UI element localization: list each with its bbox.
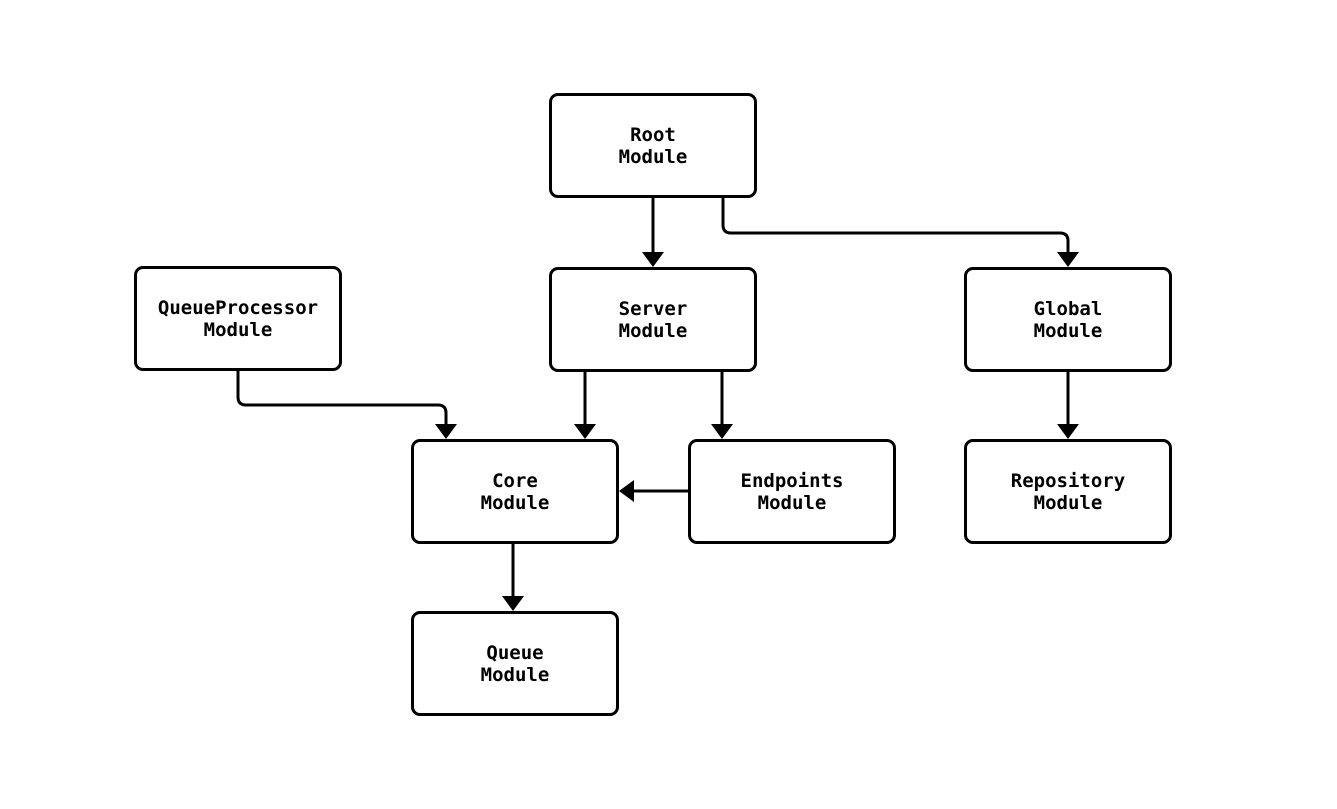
node-label: Core [492,469,538,492]
arrowhead-root-global [1057,252,1079,267]
node-label: Module [757,491,827,514]
node-global-module: Global Module [964,267,1172,372]
node-label: Module [618,145,688,168]
node-core-module: Core Module [411,439,619,544]
arrowhead-server-core [574,424,596,439]
node-root-module: Root Module [549,93,757,198]
arrowhead-endpoints-core [619,480,634,502]
node-label: Module [480,491,550,514]
node-queueprocessor-module: QueueProcessor Module [134,266,342,371]
node-label: Server [618,297,688,320]
node-server-module: Server Module [549,267,757,372]
node-label: Module [480,663,550,686]
node-label: Module [1033,491,1103,514]
node-label: Root [630,123,676,146]
arrowhead-global-repository [1057,424,1079,439]
arrowhead-queueprocessor-core [435,424,457,439]
node-label: Endpoints [740,469,844,492]
node-label: Module [618,319,688,342]
node-label: QueueProcessor [157,296,319,319]
edge-root-global [721,198,1070,252]
arrowhead-server-endpoints [711,424,733,439]
node-label: Module [1033,319,1103,342]
node-label: Queue [486,641,544,664]
node-queue-module: Queue Module [411,611,619,716]
edge-queueprocessor-core [236,371,448,424]
arrowhead-root-server [642,252,664,267]
arrowhead-core-queue [502,596,524,611]
node-label: Module [203,318,273,341]
node-repository-module: Repository Module [964,439,1172,544]
node-endpoints-module: Endpoints Module [688,439,896,544]
node-label: Global [1033,297,1103,320]
node-label: Repository [1010,469,1126,492]
